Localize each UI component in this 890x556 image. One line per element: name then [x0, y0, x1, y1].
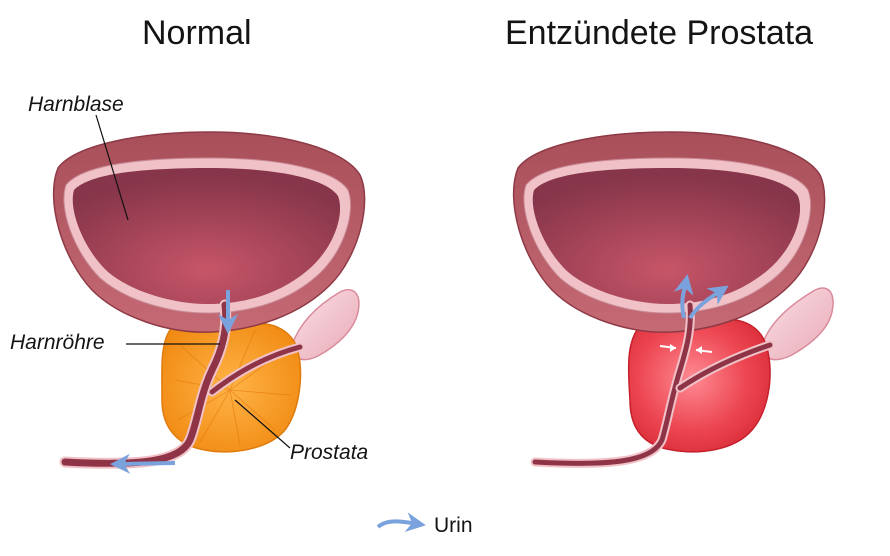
label-urethra: Harnröhre	[10, 331, 105, 354]
legend-arrow-icon	[376, 512, 426, 533]
leader-bladder	[95, 114, 129, 221]
leader-prostate	[234, 399, 291, 449]
bladder-lumen	[72, 168, 341, 305]
label-bladder: Harnblase	[28, 93, 124, 116]
seminal-vesicle-right	[761, 287, 834, 361]
legend-label-urine: Urin	[434, 514, 473, 537]
inflamed-panel	[512, 131, 834, 468]
label-prostate: Prostata	[290, 441, 369, 464]
title-inflamed: Entzündete Prostata	[505, 14, 814, 52]
legend-urine	[376, 512, 426, 533]
normal-panel	[52, 114, 366, 474]
urine-flow-arrow-out	[110, 453, 176, 474]
urine-backflow-arrow	[673, 274, 694, 319]
urine-backflow-arrow-right	[688, 285, 729, 320]
prostate-inflamed	[627, 317, 771, 453]
seminal-vesicle	[291, 289, 360, 361]
title-normal: Normal	[142, 14, 252, 52]
bladder-lumen-right	[532, 168, 801, 305]
